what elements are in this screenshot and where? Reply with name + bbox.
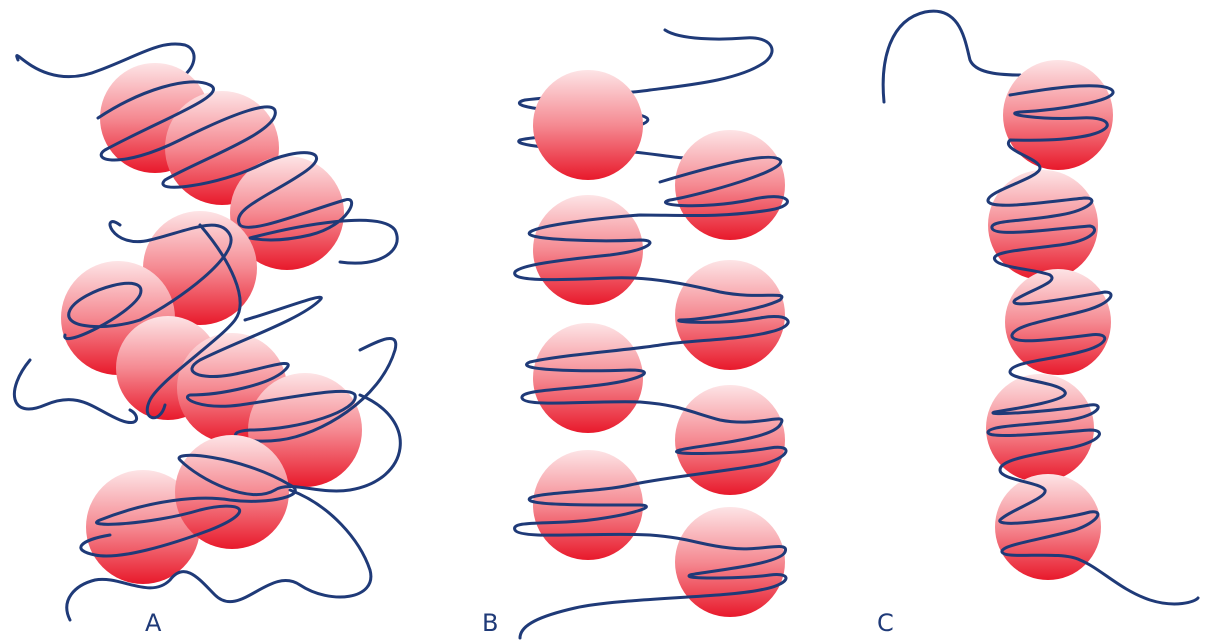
panel-label-c: C (877, 609, 894, 637)
panel-a: A (14, 44, 400, 637)
nucleosome (1005, 269, 1111, 375)
nucleosome (675, 385, 785, 495)
nucleosome (533, 323, 643, 433)
dna-strand (883, 11, 1020, 102)
panel-b: B (482, 30, 788, 638)
nucleosome (533, 195, 643, 305)
panel-c: C (877, 11, 1198, 637)
nucleosome (533, 70, 643, 180)
panel-label-a: A (145, 609, 162, 637)
panel-label-b: B (482, 609, 498, 637)
